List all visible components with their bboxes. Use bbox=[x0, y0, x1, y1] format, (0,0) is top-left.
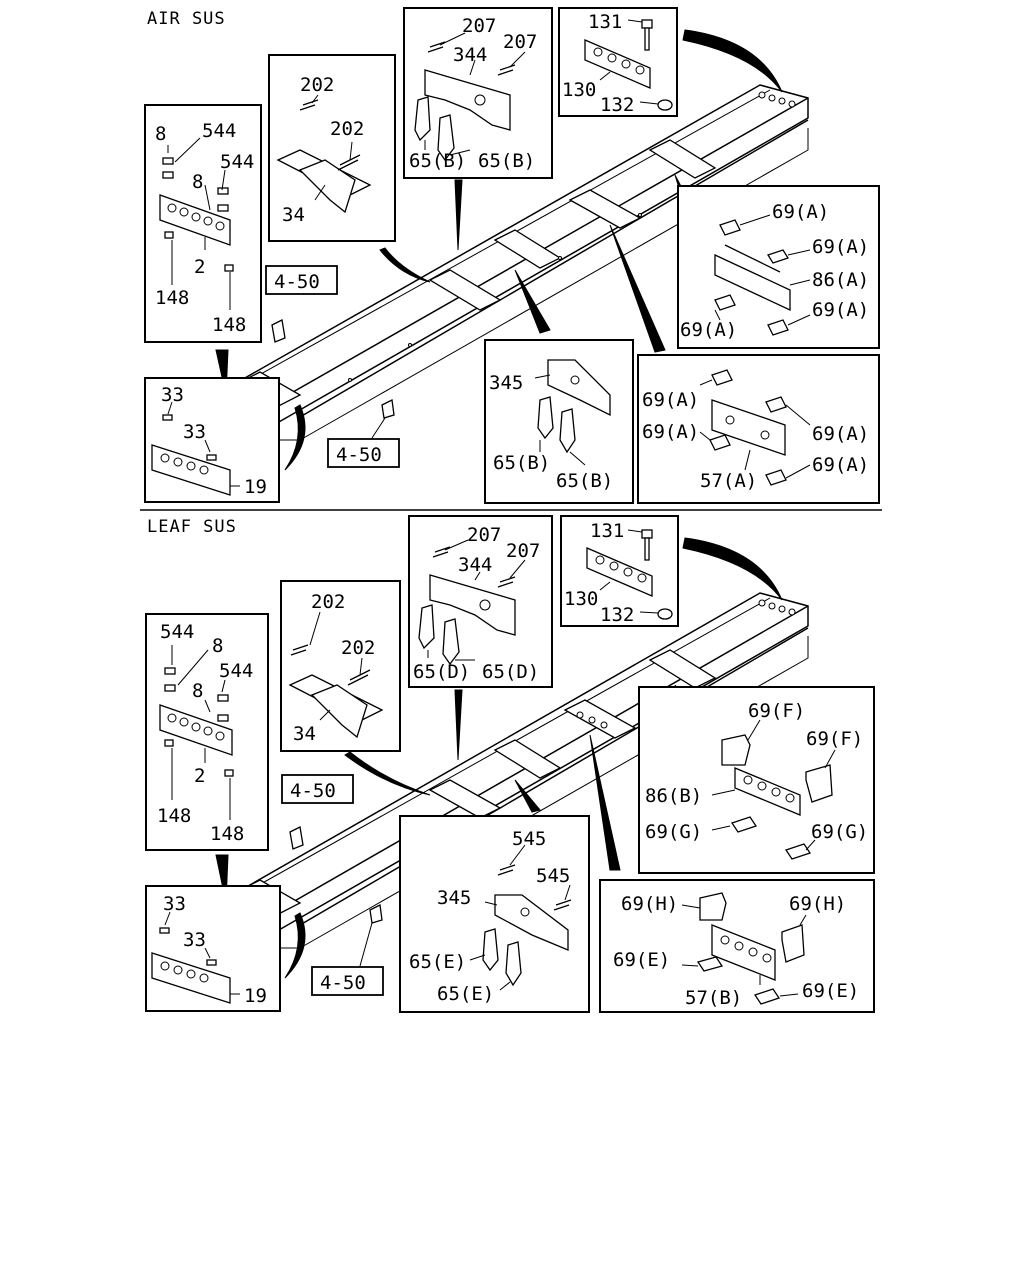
callout-57a: 57(A) bbox=[700, 470, 757, 492]
air-sus-section: AIR SUS bbox=[144, 7, 880, 504]
leader-tail bbox=[682, 537, 783, 601]
callout-69g: 69(G) bbox=[811, 821, 868, 843]
callout-202: 202 bbox=[300, 74, 334, 96]
callout-65d: 65(D) bbox=[413, 661, 470, 683]
leader-tail bbox=[589, 734, 621, 871]
callout-65b: 65(B) bbox=[493, 452, 550, 474]
detail-box-crossmember-34 bbox=[268, 54, 396, 242]
reference-label: 4-50 bbox=[336, 444, 382, 466]
leader-tail bbox=[284, 404, 306, 471]
callout-345: 345 bbox=[489, 372, 523, 394]
callout-33: 33 bbox=[161, 384, 184, 406]
callout-69a: 69(A) bbox=[772, 201, 829, 223]
callout-69a: 69(A) bbox=[642, 389, 699, 411]
frame-assembly-air bbox=[214, 84, 809, 441]
callout-34: 34 bbox=[282, 204, 305, 226]
callout-69e: 69(E) bbox=[613, 949, 670, 971]
section-title-air-sus: AIR SUS bbox=[147, 9, 226, 29]
callout-33: 33 bbox=[163, 893, 186, 915]
callout-69a: 69(A) bbox=[642, 421, 699, 443]
callout-65b: 65(B) bbox=[556, 470, 613, 492]
callout-8: 8 bbox=[192, 171, 203, 193]
callout-207: 207 bbox=[506, 540, 540, 562]
reference-box-4-50[interactable] bbox=[311, 966, 384, 996]
leader-tail bbox=[284, 912, 306, 979]
callout-207: 207 bbox=[467, 524, 501, 546]
callout-34: 34 bbox=[293, 723, 316, 745]
callout-130: 130 bbox=[562, 79, 596, 101]
leader-tail bbox=[454, 689, 463, 761]
callout-132: 132 bbox=[600, 94, 634, 116]
callout-69a: 69(A) bbox=[680, 319, 737, 341]
reference-label: 4-50 bbox=[320, 972, 366, 994]
callout-148: 148 bbox=[212, 314, 246, 336]
callout-545: 545 bbox=[536, 865, 570, 887]
leader-tail bbox=[682, 29, 783, 93]
callout-8: 8 bbox=[212, 635, 223, 657]
callout-86b: 86(B) bbox=[645, 785, 702, 807]
callout-19: 19 bbox=[244, 476, 267, 498]
leader-tail bbox=[379, 247, 431, 283]
callout-8: 8 bbox=[192, 680, 203, 702]
leaf-sus-section: LEAF SUS bbox=[145, 515, 875, 1013]
callout-69f: 69(F) bbox=[806, 728, 863, 750]
callout-65b: 65(B) bbox=[409, 150, 466, 172]
callout-69h: 69(H) bbox=[621, 893, 678, 915]
callout-86a: 86(A) bbox=[812, 269, 869, 291]
section-title-leaf-sus: LEAF SUS bbox=[147, 517, 237, 537]
callout-57b: 57(B) bbox=[685, 987, 742, 1009]
callout-544: 544 bbox=[219, 660, 253, 682]
callout-545: 545 bbox=[512, 828, 546, 850]
callout-202: 202 bbox=[330, 118, 364, 140]
callout-2: 2 bbox=[194, 256, 205, 278]
callout-544: 544 bbox=[202, 120, 236, 142]
callout-69a: 69(A) bbox=[812, 423, 869, 445]
callout-148: 148 bbox=[155, 287, 189, 309]
callout-65b: 65(B) bbox=[478, 150, 535, 172]
callout-65e: 65(E) bbox=[409, 951, 466, 973]
leader-tail bbox=[454, 179, 463, 251]
callout-207: 207 bbox=[462, 15, 496, 37]
callout-131: 131 bbox=[590, 520, 624, 542]
callout-65e: 65(E) bbox=[437, 983, 494, 1005]
reference-box-4-50[interactable] bbox=[265, 265, 338, 295]
callout-69f: 69(F) bbox=[748, 700, 805, 722]
callout-69h: 69(H) bbox=[789, 893, 846, 915]
leader-tail bbox=[514, 779, 541, 813]
callout-69g: 69(G) bbox=[645, 821, 702, 843]
callout-132: 132 bbox=[600, 604, 634, 626]
callout-345: 345 bbox=[437, 887, 471, 909]
callout-344: 344 bbox=[453, 44, 487, 66]
callout-33: 33 bbox=[183, 421, 206, 443]
callout-202: 202 bbox=[341, 637, 375, 659]
leader-tail bbox=[514, 269, 551, 334]
callout-544: 544 bbox=[160, 621, 194, 643]
leader-tail bbox=[609, 224, 666, 353]
callout-69e: 69(E) bbox=[802, 980, 859, 1002]
callout-8: 8 bbox=[155, 123, 166, 145]
callout-19: 19 bbox=[244, 985, 267, 1007]
callout-207: 207 bbox=[503, 31, 537, 53]
callout-544: 544 bbox=[220, 151, 254, 173]
callout-69a: 69(A) bbox=[812, 299, 869, 321]
callout-130: 130 bbox=[564, 588, 598, 610]
callout-202: 202 bbox=[311, 591, 345, 613]
callout-148: 148 bbox=[210, 823, 244, 845]
leader-tail bbox=[344, 751, 431, 796]
callout-344: 344 bbox=[458, 554, 492, 576]
reference-label: 4-50 bbox=[274, 271, 320, 293]
callout-148: 148 bbox=[157, 805, 191, 827]
callout-69a: 69(A) bbox=[812, 236, 869, 258]
callout-131: 131 bbox=[588, 11, 622, 33]
reference-box-4-50[interactable] bbox=[281, 774, 354, 804]
callout-33: 33 bbox=[183, 929, 206, 951]
callout-69a: 69(A) bbox=[812, 454, 869, 476]
detail-box-crossmember-19 bbox=[144, 377, 280, 503]
reference-box-4-50[interactable] bbox=[327, 438, 400, 468]
callout-2: 2 bbox=[194, 765, 205, 787]
reference-label: 4-50 bbox=[290, 780, 336, 802]
callout-65d: 65(D) bbox=[482, 661, 539, 683]
